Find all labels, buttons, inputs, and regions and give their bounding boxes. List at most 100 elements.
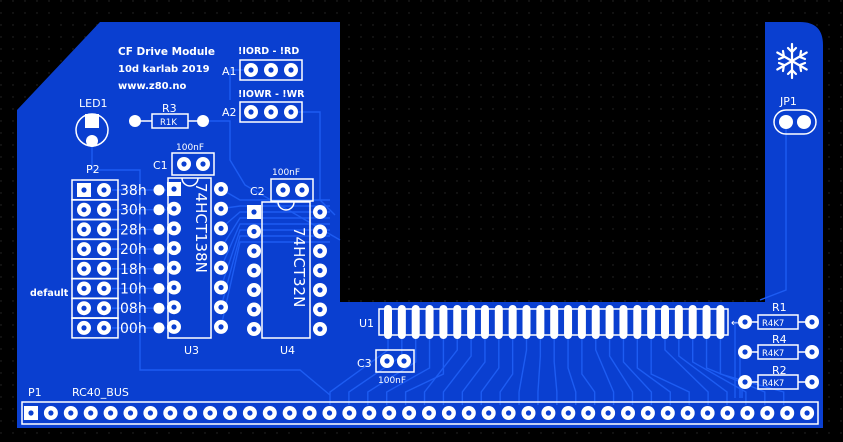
p1-pin-hole — [784, 410, 790, 416]
p1-pin-hole — [267, 410, 273, 416]
u1-pin — [467, 305, 476, 339]
c2-value: 100nF — [272, 168, 300, 178]
u1-pin — [564, 305, 573, 339]
u1-label: U1 — [359, 317, 374, 330]
c3-value: 100nF — [378, 376, 406, 386]
via — [153, 243, 165, 255]
p1-pin-hole — [366, 410, 372, 416]
u3-pin-hole — [171, 206, 177, 212]
trace — [636, 339, 671, 405]
c3-pad-hole — [384, 358, 390, 364]
u4-pin-hole — [251, 287, 257, 293]
u3-pin-hole — [218, 304, 224, 310]
p1-pin-hole — [207, 410, 213, 416]
p1-pin-hole — [247, 410, 253, 416]
u4-pin-hole — [317, 287, 323, 293]
p2-label: P2 — [86, 163, 100, 176]
board-title: CF Drive Module — [118, 46, 215, 58]
jumper-a1-label: A1 — [222, 65, 237, 78]
u1-pin — [716, 305, 725, 339]
p2-pin-hole — [101, 246, 107, 252]
u3-pin-hole — [218, 265, 224, 271]
trace — [203, 120, 341, 241]
trace — [595, 339, 615, 405]
u3-notch — [181, 177, 199, 187]
trace — [442, 339, 472, 405]
board-revision: 10d karlab 2019 — [118, 64, 210, 75]
trace — [348, 339, 403, 405]
p1-pin-hole — [287, 410, 293, 416]
c1-pad-hole — [181, 161, 187, 167]
p1-pin-hole — [545, 410, 552, 416]
p1-pin-hole — [466, 410, 472, 416]
resistor-body — [757, 374, 799, 390]
p1-pin-hole — [506, 410, 512, 416]
p2-pin-hole — [101, 207, 107, 213]
p1-outline — [21, 401, 819, 425]
p2-row-outline — [71, 317, 119, 339]
p2-header — [71, 179, 165, 339]
p1-pin-hole — [764, 410, 770, 416]
u1-pin — [384, 305, 392, 339]
trace — [678, 339, 728, 405]
p1-pin-hole — [406, 410, 412, 416]
pullup-resistors — [738, 314, 819, 390]
r3-pad — [197, 115, 209, 127]
p1-pin-hole — [108, 410, 114, 416]
p1-pin-hole — [486, 410, 492, 416]
trace — [553, 339, 558, 405]
u3-pin-hole — [171, 186, 177, 192]
p1-pin-hole — [565, 410, 571, 416]
trace — [220, 211, 330, 229]
jumper-a2-title: !IOWR - !WR — [238, 89, 305, 100]
p1-label: P1 — [28, 386, 42, 399]
via — [153, 263, 165, 275]
resistor-body — [757, 314, 799, 330]
u1-pin — [647, 305, 656, 339]
r2-value: R4K7 — [762, 379, 784, 389]
trace — [220, 241, 330, 328]
r3-body — [151, 113, 189, 129]
capacitor-pads — [177, 157, 411, 368]
u1-pin — [577, 305, 586, 339]
r1-value: R4K7 — [762, 319, 784, 329]
trace — [499, 339, 514, 405]
u1-pin — [688, 305, 697, 339]
c3-pad-hole — [401, 358, 407, 364]
p2-pin-hole — [101, 325, 107, 331]
via — [153, 302, 165, 314]
trace — [759, 122, 787, 301]
u3-pin-hole — [218, 284, 224, 291]
p2-pin-hole — [101, 226, 107, 232]
p1-pin-hole — [307, 410, 313, 416]
p1-pin-hole — [724, 410, 731, 416]
u4-pin-hole — [317, 306, 323, 313]
jumper-a1-outline — [239, 59, 303, 81]
jumper-pads — [244, 63, 298, 119]
u3-pin-hole — [171, 245, 177, 251]
c3-label: C3 — [357, 357, 372, 370]
u1-pin — [674, 305, 683, 339]
u1-pin — [480, 305, 489, 339]
u1-pin — [522, 305, 531, 339]
u1-pin1-marker: ← — [731, 318, 739, 329]
u3-part: 74HCT138N — [192, 183, 210, 273]
trace — [461, 339, 486, 405]
jp1-pad — [779, 115, 793, 129]
default-label: default — [30, 288, 69, 299]
u1-pin — [661, 305, 669, 339]
resistor-pad-hole — [742, 349, 748, 355]
via — [153, 322, 165, 334]
resistor-pad-hole — [742, 319, 748, 325]
jp1-outline — [773, 109, 817, 135]
r4-label: R4 — [772, 333, 787, 346]
snowflake-icon — [776, 42, 808, 80]
c1-label: C1 — [153, 159, 168, 172]
trace — [404, 339, 445, 405]
c2-pad-hole — [280, 187, 286, 193]
trace — [567, 339, 577, 405]
u4-pin-hole — [251, 267, 257, 274]
u4-pin-hole — [317, 209, 323, 215]
u1-pin — [633, 305, 642, 339]
